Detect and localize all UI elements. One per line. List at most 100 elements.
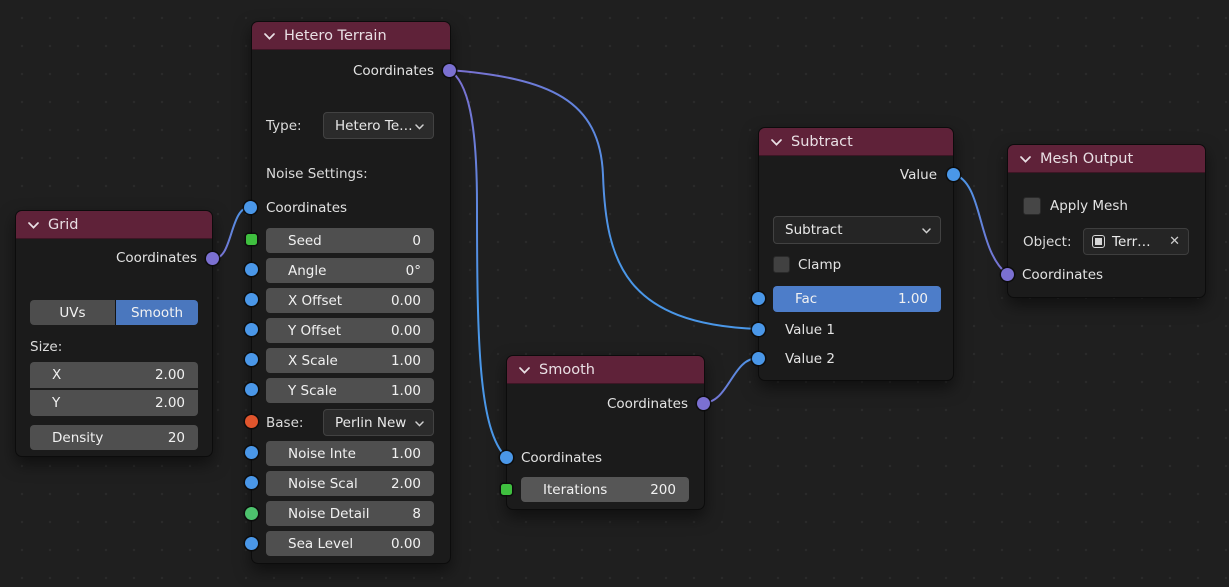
socket-heteroterrain-x-offset[interactable] bbox=[244, 292, 258, 306]
toggle-option-smooth[interactable]: Smooth bbox=[116, 300, 198, 325]
object-value: Terr… bbox=[1112, 233, 1151, 250]
field-value: 2.00 bbox=[154, 395, 185, 411]
clear-object-icon[interactable]: ✕ bbox=[1169, 234, 1180, 249]
socket-heteroterrain-coordinates-in[interactable] bbox=[243, 200, 257, 214]
base-dropdown[interactable]: Perlin New bbox=[323, 409, 434, 436]
socket-subtract-value2[interactable] bbox=[751, 351, 765, 365]
apply-mesh-label: Apply Mesh bbox=[1050, 198, 1128, 214]
node-mesh-output-header[interactable]: Mesh Output bbox=[1008, 145, 1205, 173]
socket-subtract-fac[interactable] bbox=[751, 291, 765, 305]
output-label-value: Value bbox=[899, 167, 937, 183]
noise-intensity-field[interactable]: Noise Inte 1.00 bbox=[266, 441, 434, 466]
socket-heteroterrain-y-offset[interactable] bbox=[244, 322, 258, 336]
wire-heteroterrain-to-smooth bbox=[448, 69, 507, 458]
clamp-checkbox[interactable] bbox=[773, 256, 790, 273]
object-field[interactable]: Terr… ✕ bbox=[1083, 228, 1189, 255]
node-title: Grid bbox=[48, 216, 79, 233]
density-field[interactable]: Density 20 bbox=[30, 425, 198, 450]
socket-heteroterrain-seed[interactable] bbox=[245, 233, 257, 245]
field-value: 0.00 bbox=[390, 322, 421, 339]
apply-mesh-checkbox[interactable] bbox=[1023, 197, 1041, 215]
socket-heteroterrain-noise-intensity[interactable] bbox=[244, 445, 258, 459]
node-hetero-terrain-header[interactable]: Hetero Terrain bbox=[252, 22, 450, 50]
iterations-field[interactable]: Iterations 200 bbox=[521, 477, 689, 502]
y-offset-field[interactable]: Y Offset 0.00 bbox=[266, 318, 434, 343]
node-smooth-header[interactable]: Smooth bbox=[507, 356, 704, 384]
chevron-down-icon bbox=[922, 222, 931, 238]
operation-dropdown[interactable]: Subtract bbox=[773, 216, 941, 244]
socket-heteroterrain-y-scale[interactable] bbox=[244, 382, 258, 396]
socket-subtract-value-out[interactable] bbox=[946, 167, 960, 181]
collapse-chevron-icon[interactable] bbox=[264, 28, 275, 44]
node-grid[interactable]: Grid Coordinates UVs Smooth Size: X 2.00… bbox=[15, 210, 213, 457]
x-offset-field[interactable]: X Offset 0.00 bbox=[266, 288, 434, 313]
socket-meshoutput-coordinates-in[interactable] bbox=[1000, 267, 1014, 281]
x-scale-field[interactable]: X Scale 1.00 bbox=[266, 348, 434, 373]
uv-smooth-toggle: UVs Smooth bbox=[30, 300, 198, 325]
field-label: Fac bbox=[795, 291, 818, 307]
collapse-chevron-icon[interactable] bbox=[519, 362, 530, 378]
node-subtract-header[interactable]: Subtract bbox=[759, 128, 953, 156]
noise-scale-field[interactable]: Noise Scal 2.00 bbox=[266, 471, 434, 496]
socket-smooth-coordinates-in[interactable] bbox=[499, 450, 513, 464]
input-label-value1: Value 1 bbox=[785, 322, 835, 338]
size-field-group: X 2.00 Y 2.00 bbox=[30, 362, 198, 416]
node-title: Mesh Output bbox=[1040, 150, 1134, 167]
field-label: X Scale bbox=[288, 352, 338, 369]
node-hetero-terrain[interactable]: Hetero Terrain Coordinates Type: Hetero … bbox=[251, 21, 451, 564]
node-mesh-output[interactable]: Mesh Output Apply Mesh Object: Terr… ✕ C… bbox=[1007, 144, 1206, 298]
mesh-object-icon bbox=[1092, 235, 1105, 248]
field-value: 2.00 bbox=[154, 367, 185, 383]
field-value: 8 bbox=[412, 505, 421, 522]
field-label: Iterations bbox=[543, 481, 608, 498]
node-subtract[interactable]: Subtract Value Subtract Clamp Fac 1.00 V… bbox=[758, 127, 954, 381]
size-section-label: Size: bbox=[30, 339, 63, 355]
y-scale-field[interactable]: Y Scale 1.00 bbox=[266, 378, 434, 403]
socket-subtract-value1[interactable] bbox=[751, 322, 765, 336]
noise-detail-field[interactable]: Noise Detail 8 bbox=[266, 501, 434, 526]
field-label: Y Offset bbox=[288, 322, 342, 339]
input-label-coordinates: Coordinates bbox=[521, 450, 603, 466]
node-grid-header[interactable]: Grid bbox=[16, 211, 212, 239]
field-value: 2.00 bbox=[390, 475, 421, 492]
toggle-option-uvs[interactable]: UVs bbox=[30, 300, 115, 325]
socket-heteroterrain-angle[interactable] bbox=[244, 262, 258, 276]
field-label: Noise Scal bbox=[288, 475, 358, 492]
type-dropdown[interactable]: Hetero Te… bbox=[323, 112, 434, 139]
fac-field[interactable]: Fac 1.00 bbox=[773, 286, 941, 312]
node-title: Smooth bbox=[539, 361, 595, 378]
field-label: Noise Detail bbox=[288, 505, 370, 522]
field-value: 0.00 bbox=[390, 535, 421, 552]
seed-field[interactable]: Seed 0 bbox=[266, 228, 434, 253]
field-value: 200 bbox=[650, 481, 676, 498]
socket-heteroterrain-coordinates-out[interactable] bbox=[442, 63, 456, 77]
field-label: Seed bbox=[288, 232, 322, 249]
field-value: 0° bbox=[405, 262, 421, 279]
type-label: Type: bbox=[266, 118, 302, 134]
collapse-chevron-icon[interactable] bbox=[28, 217, 39, 233]
collapse-chevron-icon[interactable] bbox=[771, 134, 782, 150]
size-x-field[interactable]: X 2.00 bbox=[30, 362, 198, 388]
field-label: Angle bbox=[288, 262, 327, 279]
sea-level-field[interactable]: Sea Level 0.00 bbox=[266, 531, 434, 556]
field-value: 0 bbox=[412, 232, 421, 249]
socket-heteroterrain-base[interactable] bbox=[244, 414, 258, 428]
size-y-field[interactable]: Y 2.00 bbox=[30, 390, 198, 416]
socket-grid-coordinates-out[interactable] bbox=[205, 251, 219, 265]
socket-heteroterrain-noise-detail[interactable] bbox=[244, 506, 258, 520]
output-label-coordinates: Coordinates bbox=[606, 396, 688, 412]
collapse-chevron-icon[interactable] bbox=[1020, 151, 1031, 167]
socket-smooth-iterations[interactable] bbox=[500, 483, 512, 495]
socket-heteroterrain-x-scale[interactable] bbox=[244, 352, 258, 366]
socket-heteroterrain-noise-scale[interactable] bbox=[244, 475, 258, 489]
socket-heteroterrain-sea-level[interactable] bbox=[244, 536, 258, 550]
node-smooth[interactable]: Smooth Coordinates Coordinates Iteration… bbox=[506, 355, 705, 510]
object-label: Object: bbox=[1023, 234, 1072, 250]
socket-smooth-coordinates-out[interactable] bbox=[696, 396, 710, 410]
field-value: 1.00 bbox=[390, 382, 421, 399]
angle-field[interactable]: Angle 0° bbox=[266, 258, 434, 283]
field-label: Noise Inte bbox=[288, 445, 356, 462]
dropdown-value: Subtract bbox=[785, 222, 843, 238]
field-value: 1.00 bbox=[897, 291, 928, 307]
